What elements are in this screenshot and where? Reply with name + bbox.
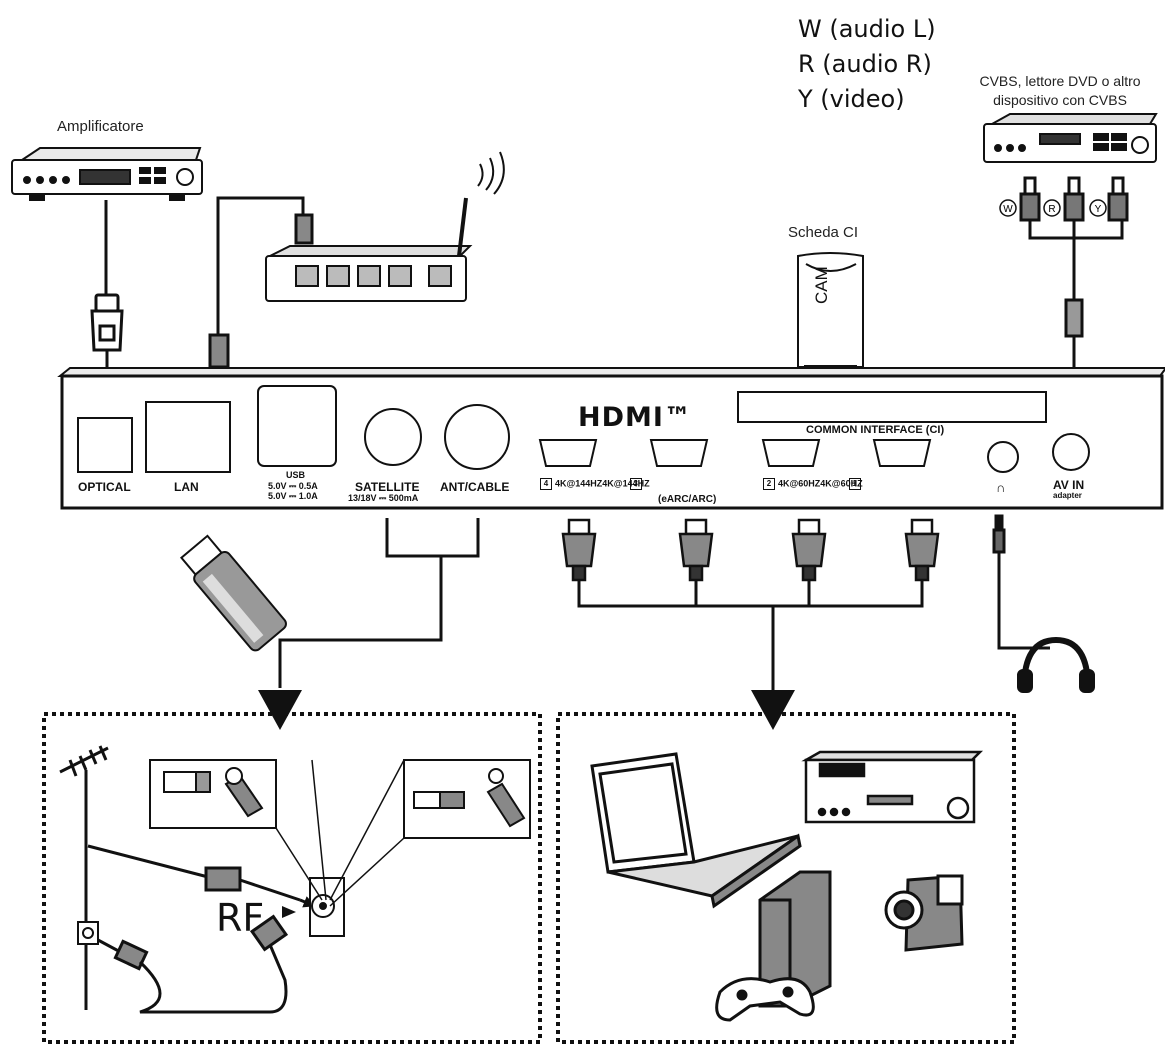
- hdmi-4-spec: 4K@144HZ4K@144HZ: [555, 478, 650, 489]
- optical-cable: [90, 200, 124, 368]
- camcorder-icon: [884, 874, 964, 952]
- hdmi-logo: HDMI™: [578, 402, 692, 433]
- rca-plug-r-label: R: [1048, 204, 1055, 215]
- legend-y: Y (video): [798, 85, 905, 113]
- wall-socket-icon: [77, 921, 99, 945]
- rf-pointer-arrow: [282, 906, 296, 918]
- rf-dashed-box: [42, 712, 542, 1044]
- hdmi-2-spec: 4K@60HZ4K@60HZ: [778, 478, 863, 489]
- hdmi-cables: [561, 518, 940, 582]
- rf-branch-lines: [278, 518, 480, 688]
- router-device: [265, 151, 505, 302]
- amplifier-device: [11, 147, 203, 201]
- wall-coax-cable: [97, 914, 289, 1014]
- laptop-icon: [590, 752, 802, 909]
- usb-rating-2: 5.0V ⎓ 1.0A: [268, 491, 318, 501]
- usb-port-label: USB: [286, 470, 306, 480]
- cam-label: CAM: [812, 266, 831, 304]
- arrow-to-rf: [258, 690, 302, 730]
- rf-coax-cable: [87, 844, 316, 908]
- gamepad-icon: [715, 977, 815, 1022]
- hdmi-dashed-box: [556, 712, 1016, 1044]
- tv-rf-port: [309, 877, 345, 937]
- back-panel: [57, 367, 1165, 510]
- amplifier-label: Amplificatore: [57, 118, 144, 135]
- hdmi-2-number: 2: [763, 478, 775, 490]
- rf-zoom-lines: [275, 759, 405, 907]
- earc-label: (eARC/ARC): [658, 494, 717, 505]
- av-in-label: AV IN: [1053, 478, 1085, 492]
- rca-plug-badges: [999, 199, 1107, 217]
- ci-card-label: Scheda CI: [788, 224, 859, 241]
- antenna-icon: [59, 745, 109, 1010]
- hdmi-branch-lines: [577, 580, 924, 690]
- common-interface-label: COMMON INTERFACE (CI): [806, 424, 945, 436]
- zoom-inset-left: [149, 759, 277, 829]
- satellite-port-label: SATELLITE: [355, 480, 420, 494]
- ant-cable-port-label: ANT/CABLE: [440, 480, 510, 494]
- arrow-to-hdmi-devices: [751, 690, 795, 730]
- zoom-inset-right: [403, 759, 531, 839]
- dvd-player-icon: [801, 750, 984, 824]
- hdmi-3-number: 3: [629, 478, 642, 490]
- rca-plug-w-label: W: [1003, 204, 1013, 215]
- usb-rating-1: 5.0V ⎓ 0.5A: [268, 481, 318, 491]
- cvbs-label: CVBS, lettore DVD o altro dispositivo co…: [979, 73, 1141, 108]
- headphones: [1017, 636, 1095, 693]
- game-console-icon: [758, 870, 832, 1008]
- usb-stick: [179, 534, 287, 652]
- lan-port-label: LAN: [174, 480, 199, 494]
- rca-cable: [1019, 176, 1129, 368]
- legend-r: R (audio R): [798, 50, 932, 78]
- hdmi-4-number: 4: [540, 478, 552, 490]
- headphone-symbol: ∩: [996, 480, 1006, 495]
- hdmi-1-number: 1: [848, 478, 861, 490]
- headphone-cable: [992, 514, 1050, 650]
- optical-port-label: OPTICAL: [78, 480, 131, 494]
- rf-label: RF: [216, 896, 265, 940]
- adapter-label: adapter: [1053, 491, 1082, 500]
- satellite-rating: 13/18V ⎓ 500mA: [348, 493, 419, 503]
- cvbs-device: [983, 113, 1158, 163]
- rca-plug-y-label: Y: [1095, 204, 1102, 215]
- legend-w: W (audio L): [798, 15, 936, 43]
